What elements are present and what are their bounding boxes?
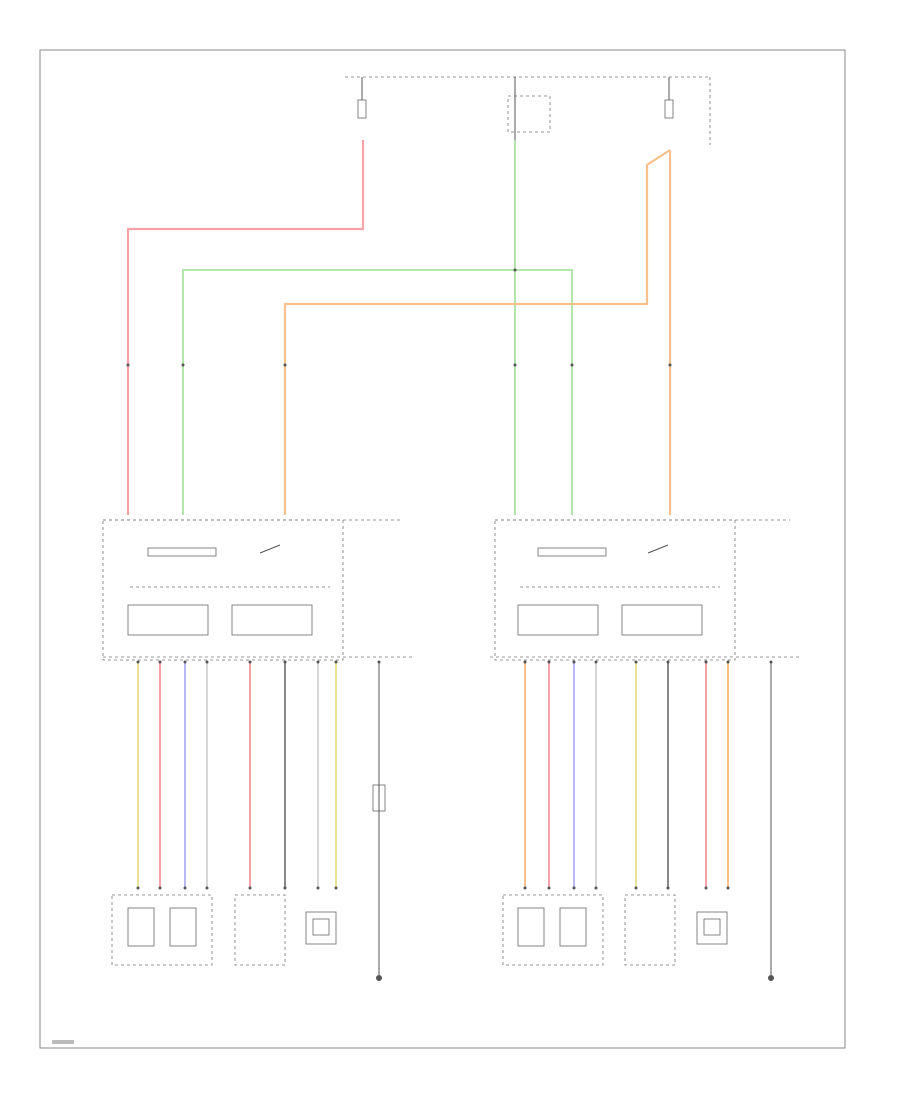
wire-red-feed <box>126 140 365 515</box>
control-block-right <box>621 604 703 636</box>
left-lower-wires <box>137 662 380 975</box>
sensor-icon <box>305 911 337 945</box>
wire-orange-branch <box>283 149 671 515</box>
feed-right <box>664 77 711 145</box>
indicator-led <box>537 547 607 557</box>
fuse-icon <box>664 99 674 119</box>
heater-element-icon <box>127 907 155 947</box>
right-lower-wires <box>524 662 772 975</box>
control-block-right <box>231 604 313 636</box>
feed-left <box>357 77 367 119</box>
feed-center <box>507 77 551 140</box>
control-block-left <box>127 604 209 636</box>
right-seat-heater-assembly <box>502 894 728 966</box>
diagram-frame <box>39 49 846 1049</box>
page-tag <box>52 1040 74 1044</box>
heater-element-icon <box>517 907 545 947</box>
wire-green-branch <box>182 269 573 515</box>
ground-icon <box>768 975 774 981</box>
heater-element-icon <box>559 907 587 947</box>
left-seat-heater-switch <box>102 519 415 661</box>
switch-contact-icon <box>647 544 669 554</box>
heater-element-icon <box>372 784 386 812</box>
heater-element-icon <box>169 907 197 947</box>
left-seat-heater-assembly <box>111 894 337 966</box>
relay-icon <box>507 95 551 133</box>
ground-icon <box>376 975 382 981</box>
control-block-left <box>517 604 599 636</box>
feed-connector-pins <box>126 268 672 367</box>
right-seat-heater-switch <box>490 519 800 661</box>
connector-pins-lower <box>136 660 773 890</box>
switch-contact-icon <box>259 544 281 554</box>
indicator-led <box>147 547 217 557</box>
sensor-icon <box>696 911 728 945</box>
fuse-icon <box>357 99 367 119</box>
